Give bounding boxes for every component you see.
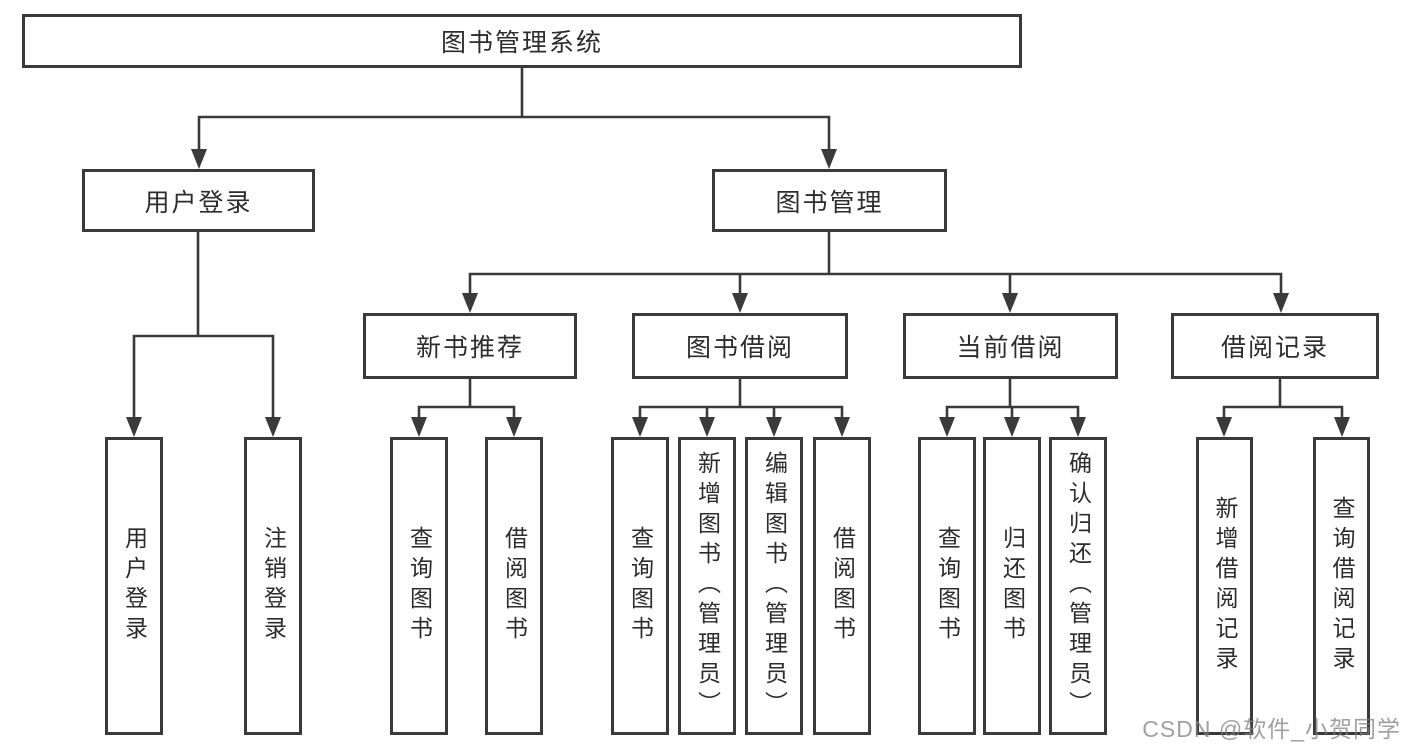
leaf-query-borrow-record-label: 查询借阅记录 <box>1329 496 1355 676</box>
leaf-query-books-borrowing-label: 查询图书 <box>627 526 654 646</box>
leaf-logout: 注销登录 <box>244 437 302 735</box>
node-book-borrowing-label: 图书借阅 <box>685 334 794 362</box>
leaf-borrow-books-recommend: 借阅图书 <box>485 437 543 735</box>
node-book-management-label: 图书管理 <box>775 188 884 217</box>
leaf-confirm-return-admin-label: 确认归还（管理员） <box>1065 451 1092 721</box>
node-borrowing-records-label: 借阅记录 <box>1220 334 1329 362</box>
leaf-add-borrow-record-label: 新增借阅记录 <box>1212 496 1238 676</box>
leaf-query-books-recommend: 查询图书 <box>390 437 448 735</box>
node-library-system-label: 图书管理系统 <box>440 29 603 57</box>
leaf-add-book-admin-label: 新增图书（管理员） <box>694 451 721 721</box>
leaf-query-borrow-record: 查询借阅记录 <box>1313 437 1370 735</box>
leaf-borrow-books-recommend-label: 借阅图书 <box>501 526 528 646</box>
leaf-return-book: 归还图书 <box>983 437 1041 735</box>
leaf-borrow-books-borrowing: 借阅图书 <box>813 437 871 735</box>
watermark: CSDN @软件_小贺同学 <box>1142 716 1401 742</box>
node-library-system: 图书管理系统 <box>22 14 1022 68</box>
leaf-confirm-return-admin: 确认归还（管理员） <box>1049 437 1107 735</box>
node-new-book-recommend-label: 新书推荐 <box>415 334 524 362</box>
leaf-user-login: 用户登录 <box>105 437 163 735</box>
leaf-query-books-borrowing: 查询图书 <box>611 437 669 735</box>
leaf-query-books-recommend-label: 查询图书 <box>406 526 433 646</box>
node-current-borrowing-label: 当前借阅 <box>956 334 1065 362</box>
leaf-edit-book-admin: 编辑图书（管理员） <box>745 437 803 735</box>
node-user-login: 用户登录 <box>82 169 315 232</box>
leaf-edit-book-admin-label: 编辑图书（管理员） <box>761 451 788 721</box>
leaf-add-borrow-record: 新增借阅记录 <box>1196 437 1253 735</box>
node-user-login-label: 用户登录 <box>144 188 253 217</box>
leaf-logout-label: 注销登录 <box>260 526 287 646</box>
leaf-return-book-label: 归还图书 <box>999 526 1026 646</box>
node-borrowing-records: 借阅记录 <box>1171 313 1379 379</box>
node-new-book-recommend: 新书推荐 <box>363 313 577 379</box>
leaf-add-book-admin: 新增图书（管理员） <box>678 437 736 735</box>
leaf-query-books-current-label: 查询图书 <box>934 526 961 646</box>
node-current-borrowing: 当前借阅 <box>903 313 1118 379</box>
leaf-user-login-label: 用户登录 <box>121 526 148 646</box>
leaf-borrow-books-borrowing-label: 借阅图书 <box>829 526 856 646</box>
leaf-query-books-current: 查询图书 <box>918 437 976 735</box>
node-book-management: 图书管理 <box>712 169 947 232</box>
node-book-borrowing: 图书借阅 <box>632 313 848 379</box>
